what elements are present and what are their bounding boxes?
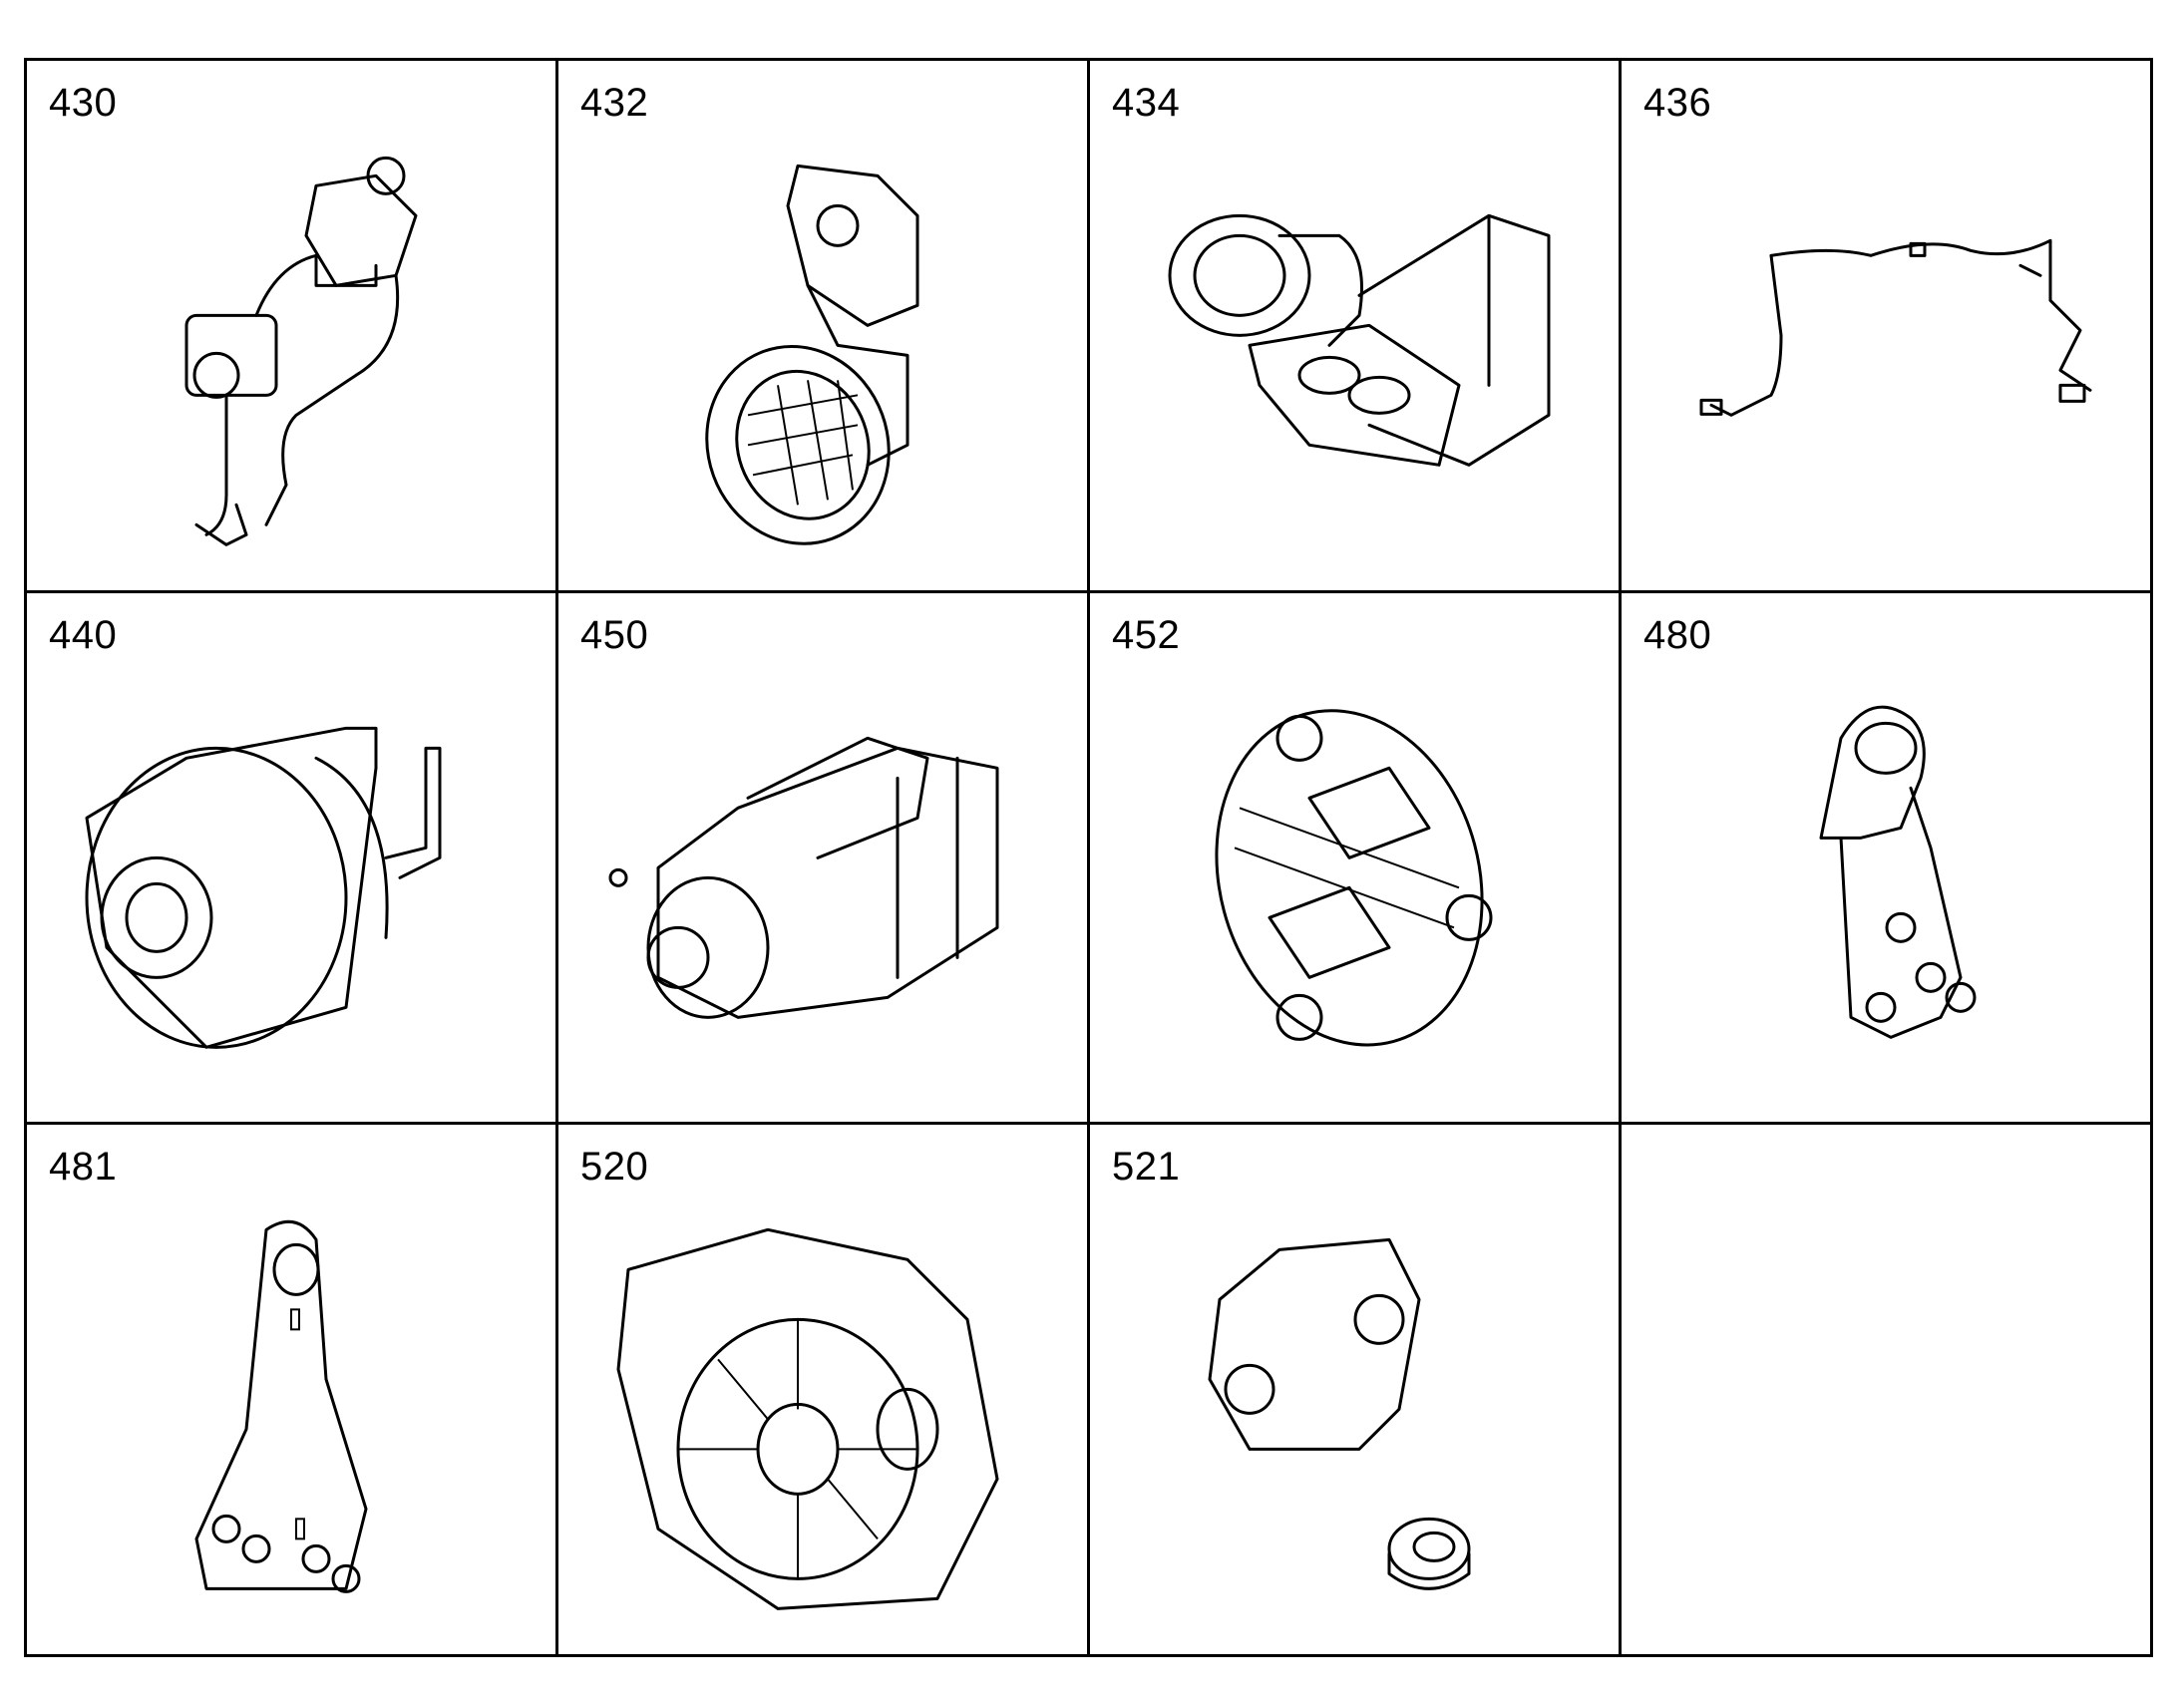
cover-plate-plug-icon <box>1130 1204 1579 1634</box>
part-cell-440[interactable]: 440 <box>27 592 558 1126</box>
part-number-label: 481 <box>49 1145 118 1190</box>
part-cell-430[interactable]: 430 <box>27 61 558 593</box>
part-number-label: 520 <box>580 1145 649 1190</box>
wiring-harness-icon <box>1661 141 2110 570</box>
cover-plate-logo-icon <box>1130 673 1579 1103</box>
part-number-label: 521 <box>1112 1145 1181 1190</box>
turbocharger-assembly-icon <box>67 141 516 570</box>
part-cell-450[interactable]: 450 <box>558 592 1090 1126</box>
part-number-label: 436 <box>1643 81 1712 125</box>
empty-cell <box>1622 1125 2153 1657</box>
lifting-eye-bracket-icon <box>67 1204 516 1634</box>
parts-index-grid: 430 432 <box>24 58 2153 1657</box>
part-cell-521[interactable]: 521 <box>1090 1125 1622 1657</box>
part-cell-480[interactable]: 480 <box>1622 592 2153 1126</box>
part-cell-436[interactable]: 436 <box>1622 61 2153 593</box>
part-number-label: 440 <box>49 612 118 657</box>
part-number-label: 452 <box>1112 612 1181 657</box>
part-cell-452[interactable]: 452 <box>1090 592 1622 1126</box>
part-number-label: 434 <box>1112 81 1181 125</box>
alternator-icon <box>67 673 516 1103</box>
part-number-label: 430 <box>49 81 118 125</box>
part-number-label: 450 <box>580 612 649 657</box>
turbo-flange-bracket-icon <box>1130 141 1579 570</box>
part-cell-434[interactable]: 434 <box>1090 61 1622 593</box>
lifting-bracket-icon <box>1661 673 2110 1103</box>
part-number-label: 432 <box>580 81 649 125</box>
starter-motor-icon <box>598 673 1047 1103</box>
part-cell-520[interactable]: 520 <box>558 1125 1090 1657</box>
exhaust-elbow-filter-icon <box>598 141 1047 570</box>
part-cell-481[interactable]: 481 <box>27 1125 558 1657</box>
part-number-label: 480 <box>1643 612 1712 657</box>
part-cell-432[interactable]: 432 <box>558 61 1090 593</box>
flywheel-housing-icon <box>598 1204 1047 1634</box>
